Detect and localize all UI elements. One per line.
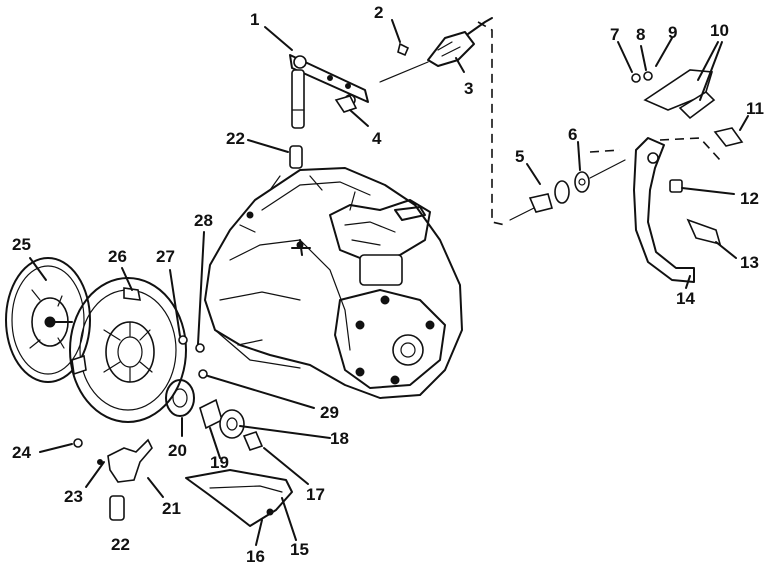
bushing-22-top <box>289 145 303 169</box>
clutch-pedal <box>633 137 722 283</box>
callout-16: 16 <box>246 547 265 566</box>
clutch-disc <box>5 257 91 383</box>
callout-26: 26 <box>108 247 127 266</box>
callout-1: 1 <box>250 10 259 29</box>
callout-22-top: 22 <box>226 129 245 148</box>
transaxle-housing <box>204 167 463 399</box>
callout-5: 5 <box>515 147 524 166</box>
callout-7: 7 <box>610 25 619 44</box>
bolts <box>178 335 208 379</box>
release-fork <box>73 438 153 483</box>
callout-23: 23 <box>64 487 83 506</box>
callout-8: 8 <box>636 25 645 44</box>
callout-22-bottom: 22 <box>111 535 130 554</box>
clutch-cable <box>379 17 493 83</box>
callout-11: 11 <box>746 99 764 118</box>
bushing-22-bottom <box>109 495 125 521</box>
callout-29: 29 <box>320 403 339 422</box>
callout-labels: 1 2 3 4 5 6 7 8 9 10 11 12 13 14 15 16 1… <box>12 3 764 566</box>
callout-12: 12 <box>740 189 759 208</box>
callout-18: 18 <box>330 429 349 448</box>
callout-9: 9 <box>668 23 677 42</box>
release-bearing <box>165 379 264 451</box>
dust-cover <box>185 469 293 527</box>
callout-14: 14 <box>676 289 695 308</box>
pedal-bracket <box>631 69 744 147</box>
guide-line <box>477 21 721 226</box>
cable-adjuster <box>509 159 626 221</box>
callout-10: 10 <box>710 21 729 40</box>
callout-17: 17 <box>306 485 325 504</box>
callout-19: 19 <box>210 453 229 472</box>
callout-15: 15 <box>290 540 309 559</box>
callout-25: 25 <box>12 235 31 254</box>
callout-2: 2 <box>374 3 383 22</box>
callout-28: 28 <box>194 211 213 230</box>
callout-6: 6 <box>568 125 577 144</box>
callout-21: 21 <box>162 499 181 518</box>
callout-13: 13 <box>740 253 759 272</box>
pressure-plate <box>69 277 187 423</box>
callout-24: 24 <box>12 443 31 462</box>
callout-3: 3 <box>464 79 473 98</box>
callout-4: 4 <box>372 129 382 148</box>
callout-27: 27 <box>156 247 175 266</box>
callout-20: 20 <box>168 441 187 460</box>
shift-lever-assembly <box>289 54 369 129</box>
leader-lines <box>29 19 749 546</box>
